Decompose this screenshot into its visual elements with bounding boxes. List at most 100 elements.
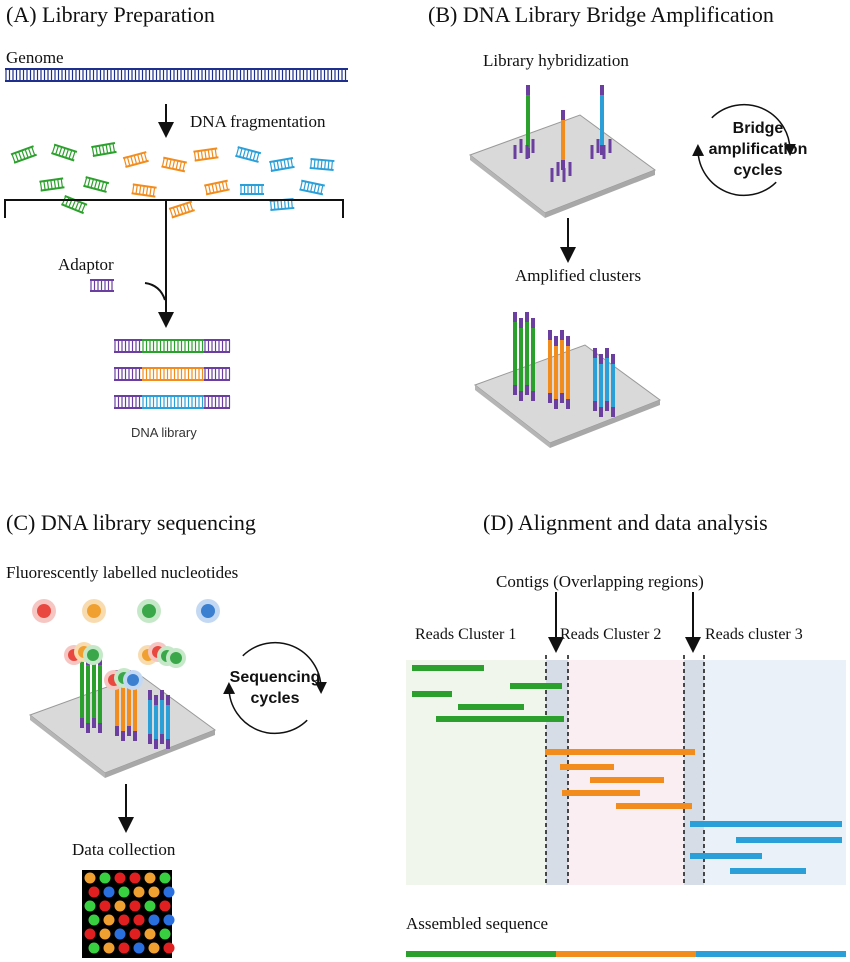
bridge-cycle-line-3: cycles bbox=[733, 162, 783, 179]
fluorescence-spot bbox=[133, 942, 145, 954]
fragment-ladder bbox=[161, 156, 187, 173]
base-pair bbox=[242, 148, 247, 158]
fragment-ladder bbox=[61, 194, 88, 215]
bridge-cycle-arrows bbox=[692, 103, 796, 197]
base-pair bbox=[252, 151, 257, 161]
adaptor-label: Adaptor bbox=[58, 255, 114, 274]
base-pair bbox=[270, 200, 272, 210]
fragment-ladder bbox=[91, 142, 117, 158]
base-pair bbox=[58, 146, 63, 156]
base-pair bbox=[193, 151, 197, 161]
base-pair bbox=[245, 149, 250, 159]
adaptor-right bbox=[204, 395, 231, 409]
base-pair bbox=[135, 184, 138, 195]
fragment bbox=[10, 145, 37, 164]
base-pair bbox=[207, 149, 211, 159]
base-pair bbox=[90, 178, 95, 188]
base-pair bbox=[17, 151, 23, 161]
fragment bbox=[161, 156, 187, 173]
fragment-ladder bbox=[39, 177, 65, 192]
fragment bbox=[91, 142, 117, 158]
nucleotide-G bbox=[82, 599, 106, 623]
flow-cell-sequencing bbox=[28, 642, 217, 778]
base-pair bbox=[161, 157, 165, 167]
base-pair bbox=[131, 184, 135, 194]
cycle-arrow-top bbox=[711, 103, 796, 156]
base-pair bbox=[53, 179, 57, 189]
base-pair bbox=[138, 185, 142, 195]
fluorescence-spot bbox=[114, 900, 126, 912]
genome-ladder bbox=[5, 68, 348, 82]
fluorescence-spot bbox=[99, 928, 111, 940]
fluorescence-spot bbox=[163, 914, 175, 926]
base-pair bbox=[87, 178, 91, 188]
nucleotide-markers bbox=[32, 599, 220, 623]
adaptor-join-curve bbox=[144, 282, 166, 301]
base-pair bbox=[112, 143, 116, 153]
fragment-ladder bbox=[193, 147, 219, 162]
fragment bbox=[309, 157, 335, 172]
base-pair bbox=[269, 161, 273, 171]
genome-label: Genome bbox=[6, 48, 64, 67]
fluorescence-spot bbox=[133, 914, 145, 926]
nucleotides-label: Fluorescently labelled nucleotides bbox=[6, 563, 239, 582]
panel-c-title: (C) DNA library sequencing bbox=[6, 510, 256, 535]
adaptor-left bbox=[114, 395, 142, 409]
base-pair bbox=[21, 150, 26, 160]
fluorescence-spot bbox=[99, 872, 111, 884]
base-pair bbox=[235, 147, 240, 157]
adaptor-right bbox=[204, 339, 231, 353]
base-pair bbox=[71, 199, 76, 209]
base-pair bbox=[273, 200, 276, 210]
adaptor-left bbox=[114, 339, 142, 353]
fragment bbox=[204, 179, 230, 196]
base-pair bbox=[126, 156, 131, 166]
fragment bbox=[235, 146, 262, 163]
base-pair bbox=[310, 182, 314, 192]
sequencing-cycle-label: Sequencing cycles bbox=[220, 667, 330, 709]
fluorescence-spot bbox=[159, 928, 171, 940]
base-pair bbox=[130, 156, 134, 166]
base-pair bbox=[313, 183, 317, 193]
base-pair bbox=[186, 203, 190, 212]
bound-nucleotide bbox=[127, 674, 139, 686]
cluster-3-region bbox=[704, 660, 846, 885]
base-pair bbox=[182, 204, 187, 214]
base-pair bbox=[102, 145, 105, 155]
base-pair bbox=[168, 159, 172, 169]
base-pair bbox=[14, 152, 19, 162]
fragment-ladder bbox=[51, 143, 78, 162]
fluorescence-spot bbox=[84, 900, 96, 912]
base-pair bbox=[68, 150, 73, 159]
fluorescence-spot bbox=[88, 942, 100, 954]
nucleotide-C bbox=[196, 599, 220, 623]
fluorescence-spot bbox=[84, 928, 96, 940]
fluorescence-spot bbox=[144, 872, 156, 884]
fluorescence-spot bbox=[88, 914, 100, 926]
base-pair bbox=[214, 183, 218, 193]
base-pair bbox=[280, 160, 283, 170]
library-fragment bbox=[114, 395, 231, 409]
fragment-ladder bbox=[168, 200, 195, 219]
base-pair bbox=[55, 145, 59, 155]
assembled-label: Assembled sequence bbox=[406, 914, 549, 933]
base-pair bbox=[175, 160, 179, 170]
plate-side-left bbox=[30, 715, 105, 778]
base-pair bbox=[327, 160, 330, 170]
plate-side-right bbox=[545, 170, 655, 218]
base-pair bbox=[221, 181, 225, 191]
fluorescence-spot bbox=[148, 886, 160, 898]
base-pair bbox=[71, 151, 76, 161]
fluorescence-spot bbox=[144, 900, 156, 912]
sequencing-cycle-line-1: Sequencing bbox=[229, 669, 321, 686]
base-pair bbox=[142, 185, 145, 195]
sequencing-cycle-line-2: cycles bbox=[250, 690, 300, 707]
nucleotide-dot bbox=[87, 604, 101, 618]
base-pair bbox=[133, 155, 138, 165]
base-pair bbox=[313, 159, 316, 169]
base-pair bbox=[65, 148, 69, 158]
fluorescence-spot bbox=[129, 928, 141, 940]
fluorescence-spot bbox=[114, 872, 126, 884]
base-pair bbox=[149, 186, 152, 196]
fragment bbox=[168, 200, 195, 219]
